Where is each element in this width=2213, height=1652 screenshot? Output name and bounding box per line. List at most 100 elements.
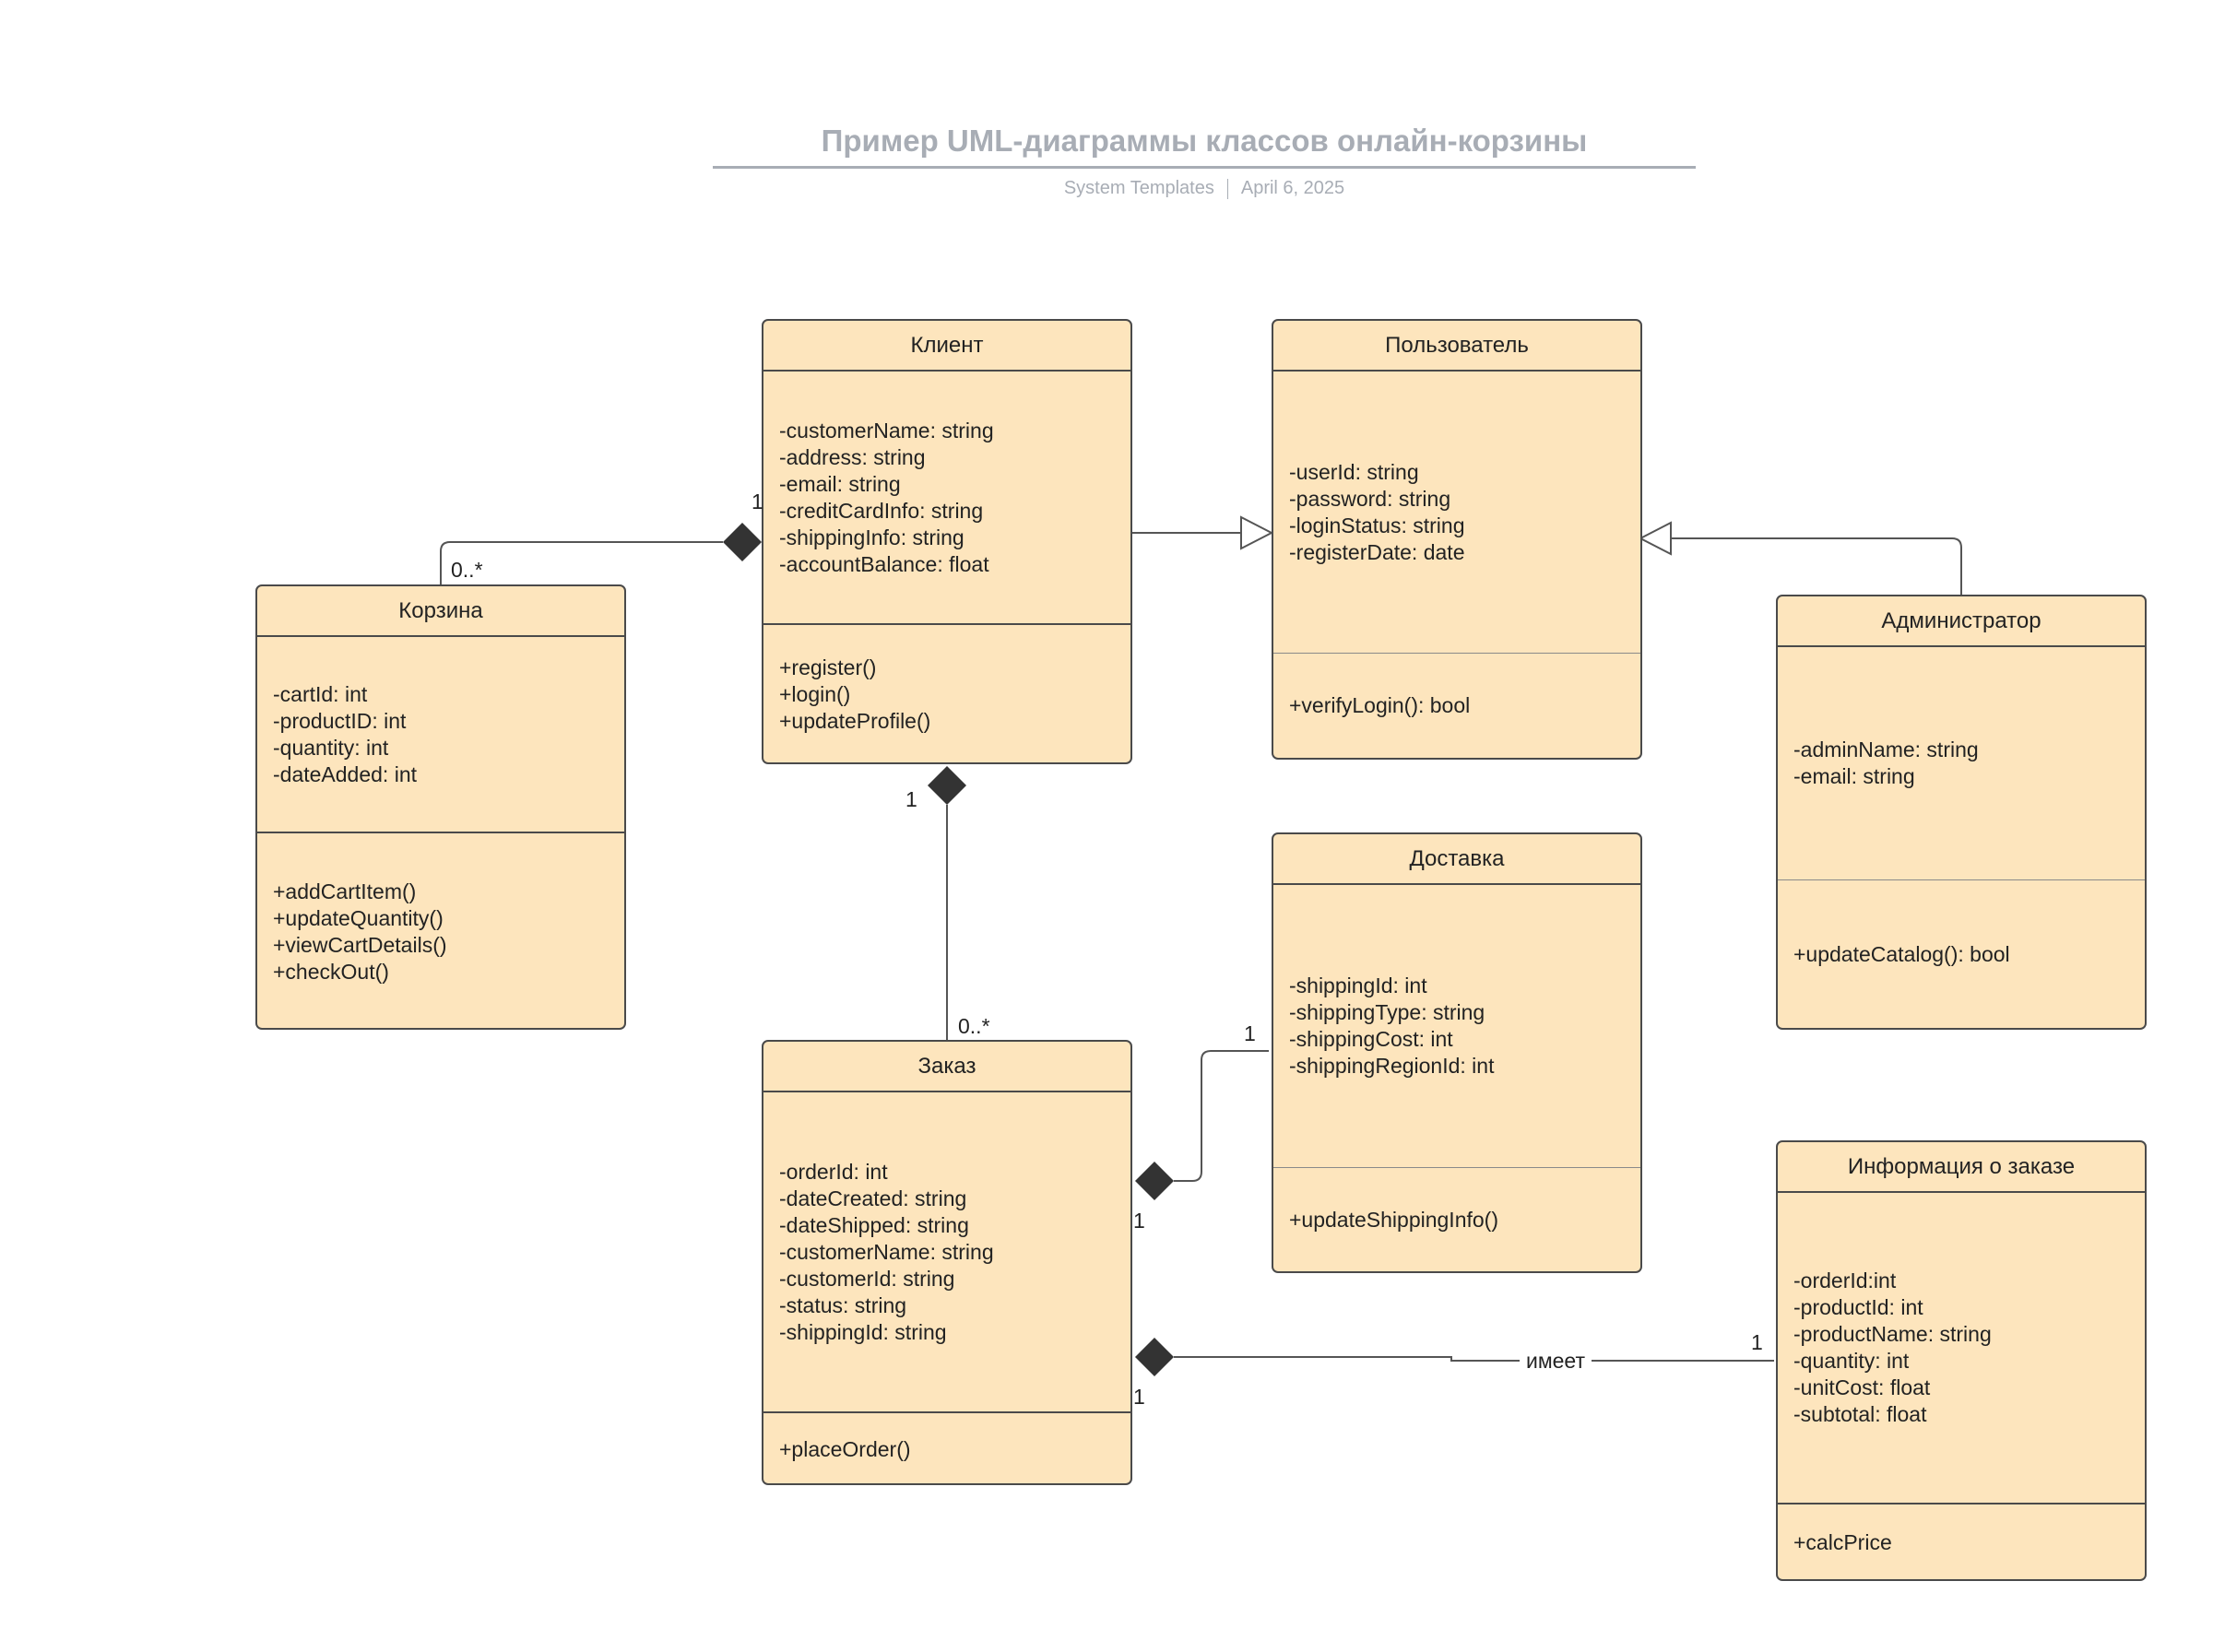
generalization-arrow-administrator (1638, 521, 1672, 556)
attribute: -orderId: int (779, 1159, 888, 1184)
attribute: -status: string (779, 1292, 907, 1317)
operation: +verifyLogin(): bool (1289, 693, 1471, 717)
multiplicity-zakaz-dostavka-source: 1 (1133, 1209, 1145, 1233)
attribute: -shippingId: int (1289, 974, 1427, 997)
link-zakaz-info[interactable] (1174, 1356, 1774, 1362)
diagram-author: System Templates (1063, 178, 1214, 198)
attribute: -registerDate: date (1289, 539, 1465, 564)
class-klient[interactable]: Клиент -customerName: string -address: s… (762, 319, 1132, 764)
composition-diamond-klient-zakaz (928, 766, 966, 805)
attribute: -address: string (779, 444, 926, 469)
class-administrator[interactable]: Администратор -adminName: string -email:… (1776, 595, 2147, 1030)
attribute: -userId: string (1289, 459, 1419, 484)
class-attributes: -customerName: string -address: string -… (763, 372, 1130, 625)
class-korzina[interactable]: Корзина -cartId: int -productID: int -qu… (255, 584, 626, 1030)
class-name: Пользователь (1273, 321, 1640, 372)
operation: +login() (779, 682, 851, 706)
attribute: -unitCost: float (1793, 1375, 1931, 1399)
attribute: -email: string (1793, 764, 1915, 788)
class-dostavka[interactable]: Доставка -shippingId: int -shippingType:… (1272, 832, 1642, 1273)
multiplicity-klient-korzina-source: 1 (751, 490, 763, 513)
link-klient-korzina[interactable] (440, 541, 723, 584)
attribute: -productName: string (1793, 1322, 1992, 1346)
class-operations: +updateShippingInfo() (1273, 1168, 1640, 1271)
class-info[interactable]: Информация о заказе -orderId:int -produc… (1776, 1140, 2147, 1581)
meta-separator (1226, 178, 1228, 199)
attribute: -creditCardInfo: string (779, 498, 984, 523)
diagram-header: Пример UML-диаграммы классов онлайн-корз… (713, 124, 1696, 199)
class-zakaz[interactable]: Заказ -orderId: int -dateCreated: string… (762, 1040, 1132, 1485)
attribute: -shippingId: string (779, 1319, 947, 1344)
link-administrator-polzovatel[interactable] (1671, 537, 1962, 595)
operation: +updateCatalog(): bool (1793, 941, 2010, 966)
attribute: -email: string (779, 471, 901, 496)
attribute: -dateCreated: string (779, 1186, 967, 1210)
class-attributes: -shippingId: int -shippingType: string -… (1273, 885, 1640, 1168)
class-name: Доставка (1273, 834, 1640, 885)
multiplicity-zakaz-dostavka-target: 1 (1244, 1021, 1256, 1045)
class-operations: +placeOrder() (763, 1413, 1130, 1483)
operation: +calcPrice (1793, 1530, 1892, 1554)
multiplicity-klient-korzina-target: 0..* (451, 558, 483, 582)
class-operations: +addCartItem() +updateQuantity() +viewCa… (257, 833, 624, 1028)
class-polzovatel[interactable]: Пользователь -userId: string -password: … (1272, 319, 1642, 760)
class-name: Корзина (257, 586, 624, 637)
class-attributes: -orderId:int -productId: int -productNam… (1778, 1193, 2145, 1504)
composition-diamond-zakaz-dostavka (1135, 1162, 1174, 1200)
attribute: -orderId:int (1793, 1268, 1897, 1292)
attribute: -dateShipped: string (779, 1212, 969, 1237)
class-name: Администратор (1778, 596, 2145, 647)
attribute: -quantity: int (273, 735, 389, 760)
attribute: -productID: int (273, 708, 407, 733)
attribute: -shippingInfo: string (779, 525, 964, 549)
diagram-meta: System Templates April 6, 2025 (713, 178, 1696, 199)
attribute: -loginStatus: string (1289, 513, 1465, 537)
attribute: -cartId: int (273, 681, 368, 706)
operation: +updateQuantity() (273, 905, 444, 930)
attribute: -password: string (1289, 486, 1451, 511)
relationship-label-bg (1520, 1346, 1592, 1374)
class-operations: +verifyLogin(): bool (1273, 654, 1640, 758)
attribute: -customerName: string (779, 418, 994, 442)
multiplicity-zakaz-info-target: 1 (1751, 1330, 1763, 1354)
attribute: -adminName: string (1793, 738, 1979, 761)
class-attributes: -cartId: int -productID: int -quantity: … (257, 637, 624, 833)
class-attributes: -orderId: int -dateCreated: string -date… (763, 1092, 1130, 1413)
attribute: -quantity: int (1793, 1349, 1910, 1373)
composition-diamond-zakaz-info (1135, 1338, 1174, 1376)
class-name: Информация о заказе (1778, 1142, 2145, 1193)
composition-diamond-klient-korzina (723, 523, 762, 561)
multiplicity-zakaz-info-source: 1 (1133, 1385, 1145, 1409)
class-operations: +calcPrice (1778, 1504, 2145, 1579)
class-attributes: -adminName: string -email: string (1778, 647, 2145, 880)
attribute: -subtotal: float (1793, 1402, 1927, 1426)
multiplicity-klient-zakaz-source: 1 (905, 787, 917, 811)
operation: +placeOrder() (779, 1436, 911, 1461)
class-operations: +register() +login() +updateProfile() (763, 625, 1130, 762)
attribute: -shippingRegionId: int (1289, 1054, 1495, 1078)
class-name: Клиент (763, 321, 1130, 372)
operation: +updateProfile() (779, 709, 931, 733)
diagram-date: April 6, 2025 (1240, 178, 1345, 198)
diagram-title: Пример UML-диаграммы классов онлайн-корз… (713, 124, 1696, 169)
attribute: -shippingCost: int (1289, 1027, 1453, 1051)
attribute: -productId: int (1793, 1295, 1923, 1319)
operation: +updateShippingInfo() (1289, 1207, 1498, 1232)
operation: +checkOut() (273, 959, 389, 984)
relationship-label-imeet: имеет (1526, 1349, 1585, 1373)
operation: +viewCartDetails() (273, 932, 447, 957)
operation: +addCartItem() (273, 879, 417, 903)
multiplicity-klient-zakaz-target: 0..* (958, 1014, 990, 1038)
attribute: -dateAdded: int (273, 761, 418, 786)
link-zakaz-dostavka[interactable] (1174, 1050, 1269, 1182)
class-name: Заказ (763, 1042, 1130, 1092)
class-operations: +updateCatalog(): bool (1778, 880, 2145, 1028)
generalization-arrow-klient (1240, 515, 1274, 550)
attribute: -customerName: string (779, 1239, 994, 1264)
attribute: -shippingType: string (1289, 1000, 1485, 1024)
attribute: -customerId: string (779, 1266, 955, 1291)
class-attributes: -userId: string -password: string -login… (1273, 372, 1640, 654)
operation: +register() (779, 655, 877, 679)
attribute: -accountBalance: float (779, 551, 989, 576)
